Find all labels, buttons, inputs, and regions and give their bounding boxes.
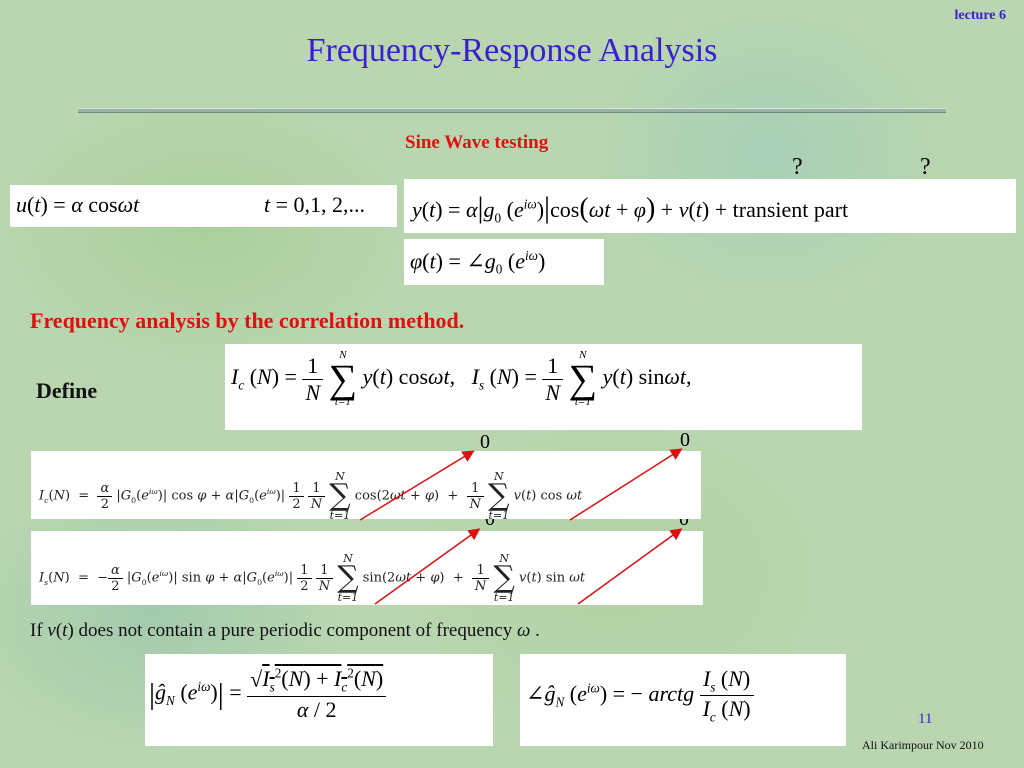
periodic-component-note: If v(t) does not contain a pure periodic… [30, 620, 540, 641]
define-label: Define [36, 378, 98, 403]
input-signal-equation: u(t) = α cosωt t = 0,1, 2,... [10, 185, 397, 227]
title-divider [78, 108, 946, 113]
page-number: 11 [918, 711, 933, 727]
unknown-phase-mark: ? [920, 154, 931, 180]
author-footer: Ali Karimpour Nov 2010 [862, 738, 984, 752]
zero-label-2: 0 [680, 429, 690, 451]
lecture-label: lecture 6 [954, 8, 1006, 23]
phase-equation: φ(t) = ∠g0 (eiω) [404, 239, 604, 285]
unknown-magnitude-mark: ? [792, 154, 803, 180]
magnitude-estimate-equation: |ĝN (eiω)| = √Is2(N) + Ic2(N)α / 2 [145, 654, 493, 746]
page-title: Frequency-Response Analysis [306, 32, 718, 69]
zero-label-4: 0 [679, 508, 689, 530]
sine-wave-heading: Sine Wave testing [405, 132, 549, 153]
zero-label-1: 0 [480, 431, 490, 453]
phase-estimate-equation: ∠ĝN (eiω) = − arctg Is (N)Ic (N) [520, 654, 846, 746]
output-signal-equation: y(t) = α|g0 (eiω)|cos(ωt + φ) + v(t) + t… [404, 179, 1016, 233]
zero-label-3: 0 [485, 508, 495, 530]
correlation-heading: Frequency analysis by the correlation me… [30, 308, 465, 333]
